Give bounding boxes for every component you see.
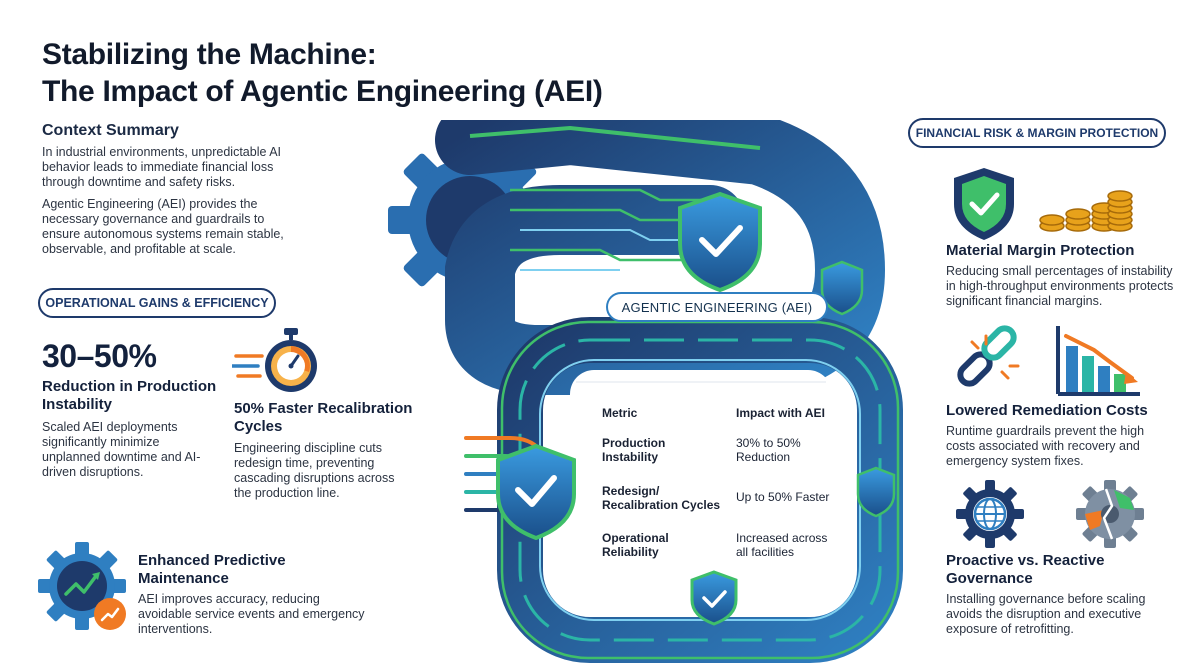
- stopwatch-icon: [232, 328, 317, 392]
- declining-bar-chart-icon: [1056, 326, 1140, 396]
- stat-value: 30–50%: [42, 338, 157, 374]
- title-line-2: The Impact of Agentic Engineering (AEI): [42, 75, 603, 108]
- table-row-1-impact: 30% to 50% Reduction: [736, 436, 801, 464]
- shield-check-icon: [678, 191, 762, 293]
- table-header-impact: Impact with AEI: [736, 406, 825, 420]
- remediation-body: Runtime guardrails prevent the high cost…: [946, 424, 1145, 468]
- stat-body: Scaled AEI deployments significantly min…: [42, 420, 201, 479]
- shield-check-icon: [954, 168, 1014, 240]
- governance-heading: Proactive vs. Reactive Governance: [946, 552, 1105, 587]
- financial-pill: FINANCIAL RISK & MARGIN PROTECTION: [908, 118, 1166, 148]
- table-row-1-metric: Production Instability: [602, 436, 666, 464]
- context-para-2: Agentic Engineering (AEI) provides the n…: [42, 197, 284, 256]
- maintenance-heading: Enhanced Predictive Maintenance: [138, 552, 286, 587]
- faster-heading: 50% Faster Recalibration Cycles: [234, 400, 413, 435]
- title-line-1: Stabilizing the Machine:: [42, 38, 377, 71]
- stat-heading: Reduction in Production Instability: [42, 378, 217, 413]
- central-pipeline-graphic: [388, 120, 903, 663]
- coin-stack-icon: [1039, 190, 1133, 232]
- page-title: Stabilizing the Machine: The Impact of A…: [42, 36, 722, 110]
- broken-chain-icon: [957, 325, 1020, 387]
- faster-body: Engineering discipline cuts redesign tim…: [234, 441, 395, 500]
- context-heading: Context Summary: [42, 122, 179, 139]
- table-header-metric: Metric: [602, 406, 638, 420]
- aei-label: AGENTIC ENGINEERING (AEI): [606, 292, 828, 322]
- operational-pill: OPERATIONAL GAINS & EFFICIENCY: [38, 288, 276, 318]
- table-row-2-impact: Up to 50% Faster: [736, 490, 830, 504]
- margin-body: Reducing small percentages of instabilit…: [946, 264, 1174, 308]
- remediation-icons: [957, 325, 1140, 396]
- table-row-3-metric: Operational Reliability: [602, 531, 669, 559]
- maintenance-body: AEI improves accuracy, reducing avoidabl…: [138, 592, 365, 636]
- broken-gear-icon: [1076, 480, 1144, 548]
- margin-heading: Material Margin Protection: [946, 242, 1135, 259]
- governance-icons: [956, 480, 1144, 548]
- gear-chart-icon: [38, 542, 126, 630]
- remediation-heading: Lowered Remediation Costs: [946, 402, 1148, 419]
- governance-body: Installing governance before scaling avo…: [946, 592, 1146, 636]
- table-row-2-metric: Redesign/ Recalibration Cycles: [602, 484, 721, 512]
- globe-gear-icon: [956, 480, 1024, 548]
- table-row-3-impact: Increased across all facilities: [736, 531, 828, 559]
- shield-coins-icon: [954, 168, 1133, 240]
- context-para-1: In industrial environments, unpredictabl…: [42, 145, 282, 189]
